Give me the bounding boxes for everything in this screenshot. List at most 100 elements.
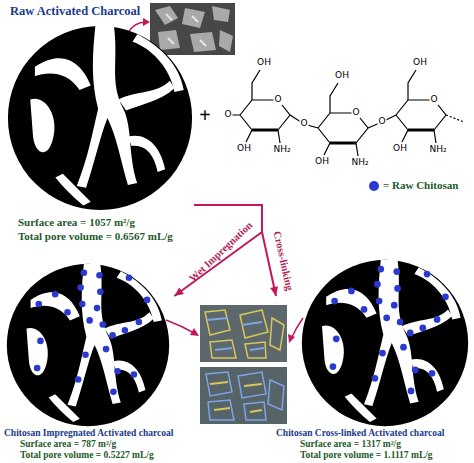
chitosan-dot [394, 285, 401, 292]
arrow-head [288, 334, 295, 343]
chitosan-dot [36, 301, 43, 308]
chitosan-dot [408, 388, 415, 395]
pore-channel [27, 328, 48, 375]
chitosan-dot [377, 266, 384, 273]
chitosan-dot [383, 314, 390, 321]
chitosan-dot [374, 281, 381, 288]
pointer-line [291, 318, 303, 339]
pore-channel [113, 361, 146, 393]
chitosan-dot [110, 388, 117, 395]
node-value: Surface area = 1057 m²/g [18, 216, 135, 229]
pore-channel [364, 260, 419, 406]
chitosan-structure [232, 70, 464, 156]
chem-group-label: O [429, 95, 438, 105]
charcoal-node: Chitosan Impregnated Activated charcoalS… [4, 263, 174, 462]
chitosan-dot [126, 274, 133, 281]
chem-group-label: OH [334, 71, 350, 81]
chitosan-dot [52, 291, 59, 298]
chem-group-label: OH [256, 58, 272, 68]
chitosan-dot [114, 368, 121, 375]
chitosan-dot [393, 268, 400, 275]
legend-text: = Raw Chitosan [383, 179, 458, 192]
chitosan-dot [407, 330, 414, 337]
chain-continuation [446, 115, 464, 122]
sem-grain [205, 310, 284, 358]
chem-group-label: O [299, 119, 308, 129]
sem-photo [200, 367, 287, 424]
charcoal-node: Raw Activated CharcoalSurface area = 105… [7, 4, 194, 244]
chitosan-dot [97, 288, 104, 295]
arrow-head [190, 328, 199, 336]
chitosan-dot [109, 332, 116, 339]
substituent-bonds [246, 70, 280, 143]
sem-image-crosslinked [200, 367, 287, 424]
pore-channel [104, 312, 153, 338]
sem-grain [155, 6, 233, 52]
chitosan-dot [434, 316, 441, 323]
chitosan-dot [372, 375, 379, 382]
chem-group-label: NH₂ [272, 145, 291, 155]
chitosan-dot [86, 317, 93, 324]
chem-group-label: O [351, 108, 360, 118]
arrow-line [174, 205, 262, 296]
chitosan-dot [144, 297, 151, 304]
pore-channel [68, 264, 121, 407]
node-value: Total pore volume = 1.1117 mL/g [300, 450, 433, 461]
node-value: Total pore volume = 0.5227 mL/g [20, 450, 154, 461]
chem-group-label: OH [412, 58, 428, 68]
plus-sign: + [198, 104, 211, 126]
particle-body [302, 260, 468, 426]
arrow-head [174, 287, 184, 296]
chitosan-dot [333, 335, 340, 342]
chitosan-dot [122, 327, 129, 334]
node-value: Surface area = 1317 m²/g [300, 439, 401, 450]
legend-swatch [369, 181, 379, 191]
process-arrow [174, 205, 262, 296]
sem-image-raw [150, 3, 235, 55]
chitosan-dot [376, 298, 383, 305]
sem-image-impregnated [200, 305, 287, 362]
chitosan-dot [412, 367, 419, 374]
sem-highlight [210, 382, 262, 412]
pore-channel [402, 309, 452, 336]
ring-front-edge [252, 129, 278, 132]
pore-channel [49, 394, 80, 422]
chem-group-label: O [377, 117, 386, 127]
chitosan-dot [136, 319, 143, 326]
chitosan-dot [82, 352, 89, 359]
node-value: Total pore volume = 0.6567 mL/g [18, 230, 173, 243]
chitosan-dot [442, 293, 449, 300]
chitosan-dot [99, 321, 106, 328]
arrow-head [143, 18, 150, 26]
chitosan-dot [348, 288, 355, 295]
chem-group-label: NH₂ [350, 158, 369, 168]
substituent-bonds [324, 83, 358, 156]
charcoal-particle [301, 259, 469, 427]
pointer-line [166, 320, 196, 334]
chitosan-dot [96, 272, 103, 279]
sem-highlight [207, 318, 264, 350]
chitosan-dot [77, 284, 84, 291]
pore-channel [133, 34, 184, 92]
chitosan-dot [361, 306, 368, 313]
node-title: Chitosan Impregnated Activated charcoal [4, 428, 173, 439]
chitosan-dot [64, 309, 71, 316]
chitosan-dot [103, 346, 110, 353]
chitosan-dot [400, 344, 407, 351]
process-arrow [194, 205, 278, 296]
edge-label: Wet Impregnation [187, 219, 255, 284]
pore-channel [30, 99, 54, 153]
chitosan-dot [34, 365, 41, 372]
pore-channel [345, 393, 377, 422]
pore-channel [410, 359, 444, 392]
chem-group-label: OH [236, 144, 252, 154]
charcoal-node: Chitosan Cross-linked Activated charcoal… [276, 259, 470, 462]
arrow-line [194, 205, 276, 296]
chitosan-dot [331, 298, 338, 305]
charcoal-particle [7, 25, 193, 211]
sem-photo [150, 3, 235, 55]
pore-channel [128, 136, 165, 172]
sem-highlight [166, 14, 206, 46]
chem-group-label: OH [314, 157, 330, 167]
